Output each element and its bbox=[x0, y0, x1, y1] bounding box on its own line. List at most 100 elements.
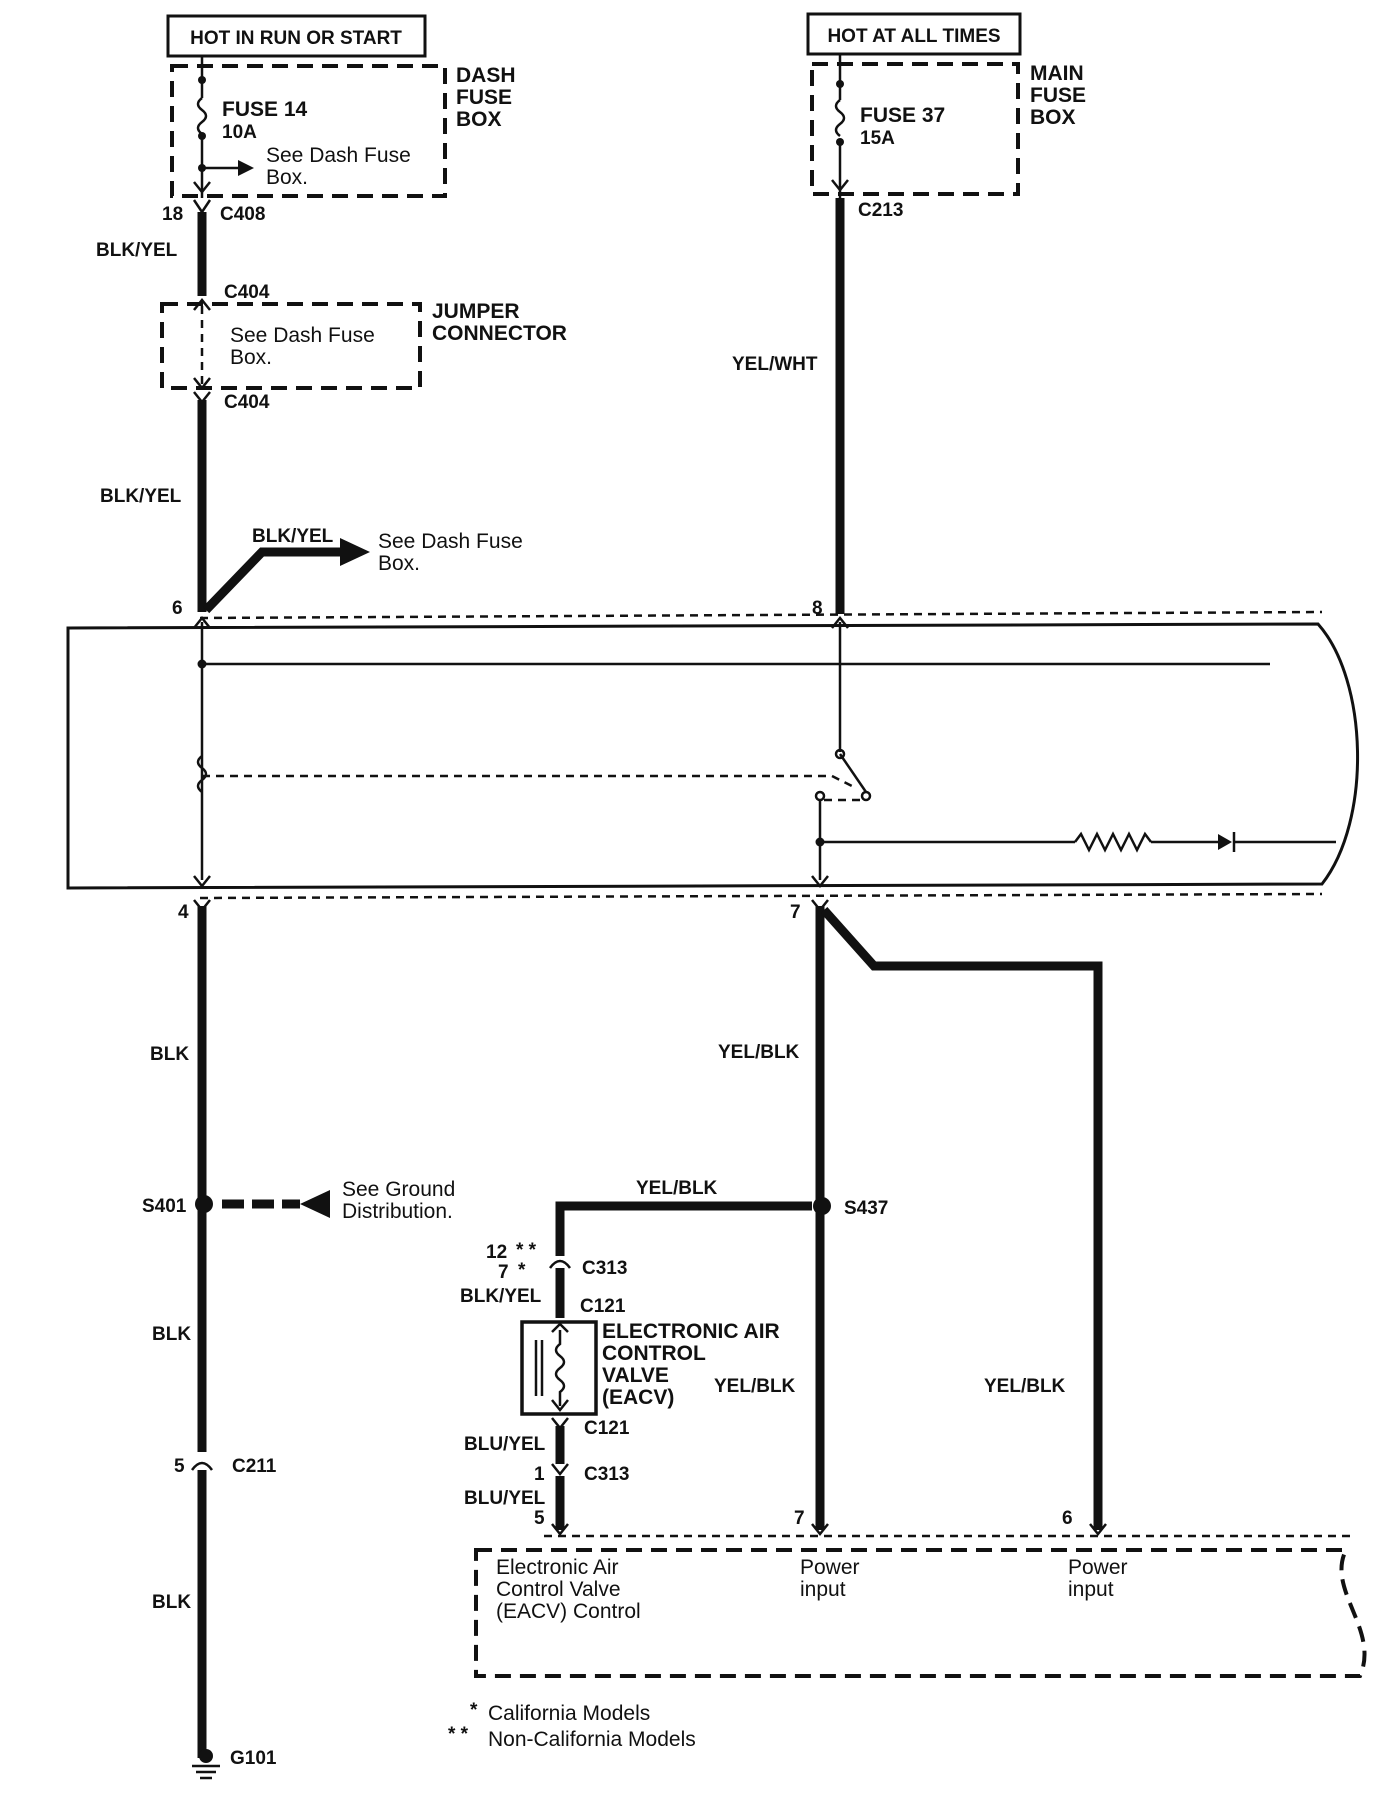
c313-pin-7-star: * bbox=[518, 1260, 526, 1281]
ground-g101-icon bbox=[192, 1749, 220, 1780]
dash-fuse-box-label-3: BOX bbox=[456, 108, 502, 131]
jumper-connector-outline bbox=[160, 302, 422, 390]
fuse-14-rating: 10A bbox=[222, 122, 257, 143]
wire-label-yel-wht: YEL/WHT bbox=[732, 354, 818, 375]
dash-fuse-box-outline bbox=[170, 64, 447, 198]
hot-in-run-source-box bbox=[166, 14, 427, 58]
relay-bottom-connector-line bbox=[199, 892, 1323, 900]
hot-at-all-times-source-box bbox=[806, 12, 1022, 56]
ecu-pin6-terminal bbox=[1089, 1523, 1107, 1537]
ecu-power-input-a-2: input bbox=[800, 1578, 846, 1601]
c213-label: C213 bbox=[858, 200, 903, 221]
wire-label-yel-blk-lower: YEL/BLK bbox=[714, 1376, 796, 1397]
fuse-37-rating: 15A bbox=[860, 128, 895, 149]
eacv-coil-icon bbox=[554, 1330, 566, 1406]
ecu-eacv-control-3: (EACV) Control bbox=[496, 1600, 641, 1623]
dash-fuse-note-1: See Dash Fuse bbox=[266, 144, 411, 167]
relay-pin-4: 4 bbox=[178, 902, 189, 923]
branch-note-2: Box. bbox=[378, 552, 420, 575]
wire-label-blk-yel-2: BLK/YEL bbox=[100, 486, 182, 507]
eacv-top-terminal bbox=[551, 1322, 569, 1333]
ecu-pin7-terminal bbox=[811, 1523, 829, 1537]
c211-pin: 5 bbox=[174, 1456, 185, 1477]
branch-note-1: See Dash Fuse bbox=[378, 530, 523, 553]
legend-single-star: * bbox=[470, 1700, 478, 1721]
fuse-37-symbol bbox=[831, 54, 849, 198]
main-fuse-box-label-3: BOX bbox=[1030, 106, 1076, 129]
hot-at-all-times-label: HOT AT ALL TIMES bbox=[827, 26, 1000, 47]
c313-top-label: C313 bbox=[582, 1258, 627, 1279]
ecu-pin-5: 5 bbox=[534, 1508, 545, 1529]
main-relay-body bbox=[66, 622, 1359, 890]
wire-label-yel-blk-s437: YEL/BLK bbox=[636, 1178, 718, 1199]
g101-label: G101 bbox=[230, 1748, 277, 1769]
fuse-14-symbol bbox=[193, 56, 254, 198]
c313-pin-7: 7 bbox=[498, 1262, 509, 1283]
c313-bottom-connector bbox=[551, 1463, 569, 1477]
relay-pin-8: 8 bbox=[812, 598, 823, 619]
ecu-power-input-b-2: input bbox=[1068, 1578, 1114, 1601]
s437-label: S437 bbox=[844, 1198, 888, 1219]
wire-label-blk-1: BLK bbox=[150, 1044, 189, 1065]
hot-in-run-label: HOT IN RUN OR START bbox=[190, 28, 402, 49]
legend-california: California Models bbox=[488, 1702, 650, 1725]
wire-blk-yel-branch bbox=[202, 547, 344, 614]
wire-label-blk-3: BLK bbox=[152, 1592, 191, 1613]
fuse-37-name: FUSE 37 bbox=[860, 104, 945, 127]
wire-label-blk-yel-1: BLK/YEL bbox=[96, 240, 178, 261]
dash-fuse-box-label-2: FUSE bbox=[456, 86, 512, 109]
c404-top-connector bbox=[193, 297, 211, 311]
wire-yel-blk-right bbox=[820, 907, 1103, 1530]
ecu-pin-7: 7 bbox=[794, 1508, 805, 1529]
jumper-label-1: JUMPER bbox=[432, 300, 520, 323]
wire-label-blu-yel-1: BLU/YEL bbox=[464, 1434, 546, 1455]
eacv-label-2: CONTROL bbox=[602, 1342, 706, 1365]
main-fuse-box-label-2: FUSE bbox=[1030, 84, 1086, 107]
branch-arrow-icon bbox=[340, 538, 370, 566]
legend-non-california: Non-California Models bbox=[488, 1728, 696, 1751]
ecu-pin-6: 6 bbox=[1062, 1508, 1073, 1529]
c408-connector bbox=[192, 199, 212, 215]
c121-top-label: C121 bbox=[580, 1296, 626, 1317]
eacv-label-3: VALVE bbox=[602, 1364, 669, 1387]
relay-internal-circuit bbox=[193, 615, 1336, 889]
eacv-label-1: ELECTRONIC AIR bbox=[602, 1320, 780, 1343]
dash-fuse-box-label-1: DASH bbox=[456, 64, 516, 87]
ecu-eacv-control-2: Control Valve bbox=[496, 1578, 621, 1601]
ecu-power-input-a-1: Power bbox=[800, 1556, 860, 1579]
s401-label: S401 bbox=[142, 1196, 187, 1217]
ecu-power-input-b-1: Power bbox=[1068, 1556, 1128, 1579]
eacv-bottom-terminal bbox=[551, 1399, 569, 1413]
legend-double-star: * * bbox=[448, 1724, 469, 1745]
splice-s437 bbox=[813, 1197, 831, 1215]
fuse-14-name: FUSE 14 bbox=[222, 98, 308, 121]
wire-label-yel-blk-main: YEL/BLK bbox=[718, 1042, 800, 1063]
c313-top-connector bbox=[548, 1259, 572, 1269]
c408-label: C408 bbox=[220, 204, 265, 225]
c313-pin-12: 12 bbox=[486, 1242, 507, 1263]
jumper-label-2: CONNECTOR bbox=[432, 322, 567, 345]
c404-bottom-label: C404 bbox=[224, 392, 270, 413]
relay-pin-6: 6 bbox=[172, 598, 183, 619]
ground-arrow-icon bbox=[300, 1190, 330, 1218]
wire-yel-blk-s437-eacv bbox=[555, 1201, 812, 1256]
relay-pin-7: 7 bbox=[790, 902, 801, 923]
ground-note-2: Distribution. bbox=[342, 1200, 453, 1223]
c211-connector bbox=[190, 1461, 214, 1471]
wire-label-yel-blk-right: YEL/BLK bbox=[984, 1376, 1066, 1397]
ecu-pin5-terminal bbox=[551, 1523, 569, 1537]
ecu-outline bbox=[474, 1548, 1367, 1678]
relay-top-connector-line bbox=[199, 610, 1323, 620]
eacv-label-4: (EACV) bbox=[602, 1386, 674, 1409]
dash-fuse-note-2: Box. bbox=[266, 166, 308, 189]
main-fuse-box-outline bbox=[810, 62, 1020, 196]
ground-note-1: See Ground bbox=[342, 1178, 455, 1201]
c211-label: C211 bbox=[232, 1456, 277, 1477]
c313-pin-1: 1 bbox=[534, 1464, 545, 1485]
c313-bottom-label: C313 bbox=[584, 1464, 629, 1485]
wire-label-blu-yel-2: BLU/YEL bbox=[464, 1488, 546, 1509]
wire-label-blk-yel-branch: BLK/YEL bbox=[252, 526, 334, 547]
c121-bottom-label: C121 bbox=[584, 1418, 630, 1439]
